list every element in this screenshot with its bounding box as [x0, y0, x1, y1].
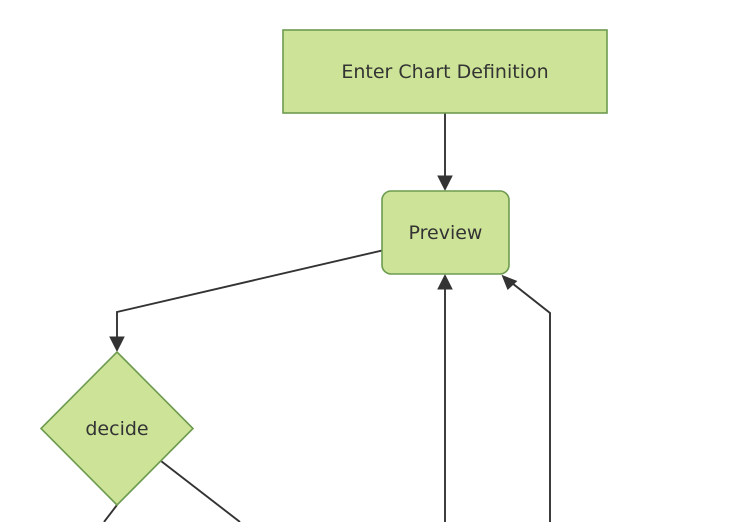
edge-decide-down-right-line: [160, 460, 241, 522]
node-layer: Enter Chart Definition Preview decide: [39, 29, 608, 507]
edge-preview-to-decide-arrowhead: [109, 336, 125, 352]
edge-bottom-right-to-preview-line: [507, 279, 551, 522]
node-preview-label: Preview: [409, 222, 483, 244]
edge-decide-down-left[interactable]: [103, 504, 118, 522]
edge-enter-to-preview[interactable]: [437, 113, 453, 191]
node-enter-chart-definition-label: Enter Chart Definition: [341, 61, 548, 83]
edge-preview-to-decide-line: [116, 249, 383, 343]
edge-layer: [103, 113, 551, 522]
node-decide[interactable]: decide: [39, 350, 195, 507]
edge-bottom-right-to-preview[interactable]: [501, 274, 551, 522]
edge-bottom-center-to-preview-arrowhead: [437, 274, 453, 290]
edge-preview-to-decide[interactable]: [109, 249, 383, 353]
node-enter-chart-definition[interactable]: Enter Chart Definition: [282, 29, 608, 114]
edge-enter-to-preview-arrowhead: [437, 175, 453, 191]
node-preview[interactable]: Preview: [381, 190, 510, 275]
edge-bottom-center-to-preview[interactable]: [437, 274, 453, 522]
edge-bottom-right-to-preview-arrowhead: [501, 274, 518, 290]
node-preview-shape: [381, 190, 510, 275]
node-decide-shape: [39, 350, 195, 507]
edge-decide-down-right[interactable]: [160, 460, 241, 522]
edge-decide-down-left-line: [103, 504, 118, 522]
node-enter-chart-definition-shape: [282, 29, 608, 114]
node-decide-label: decide: [85, 418, 148, 440]
